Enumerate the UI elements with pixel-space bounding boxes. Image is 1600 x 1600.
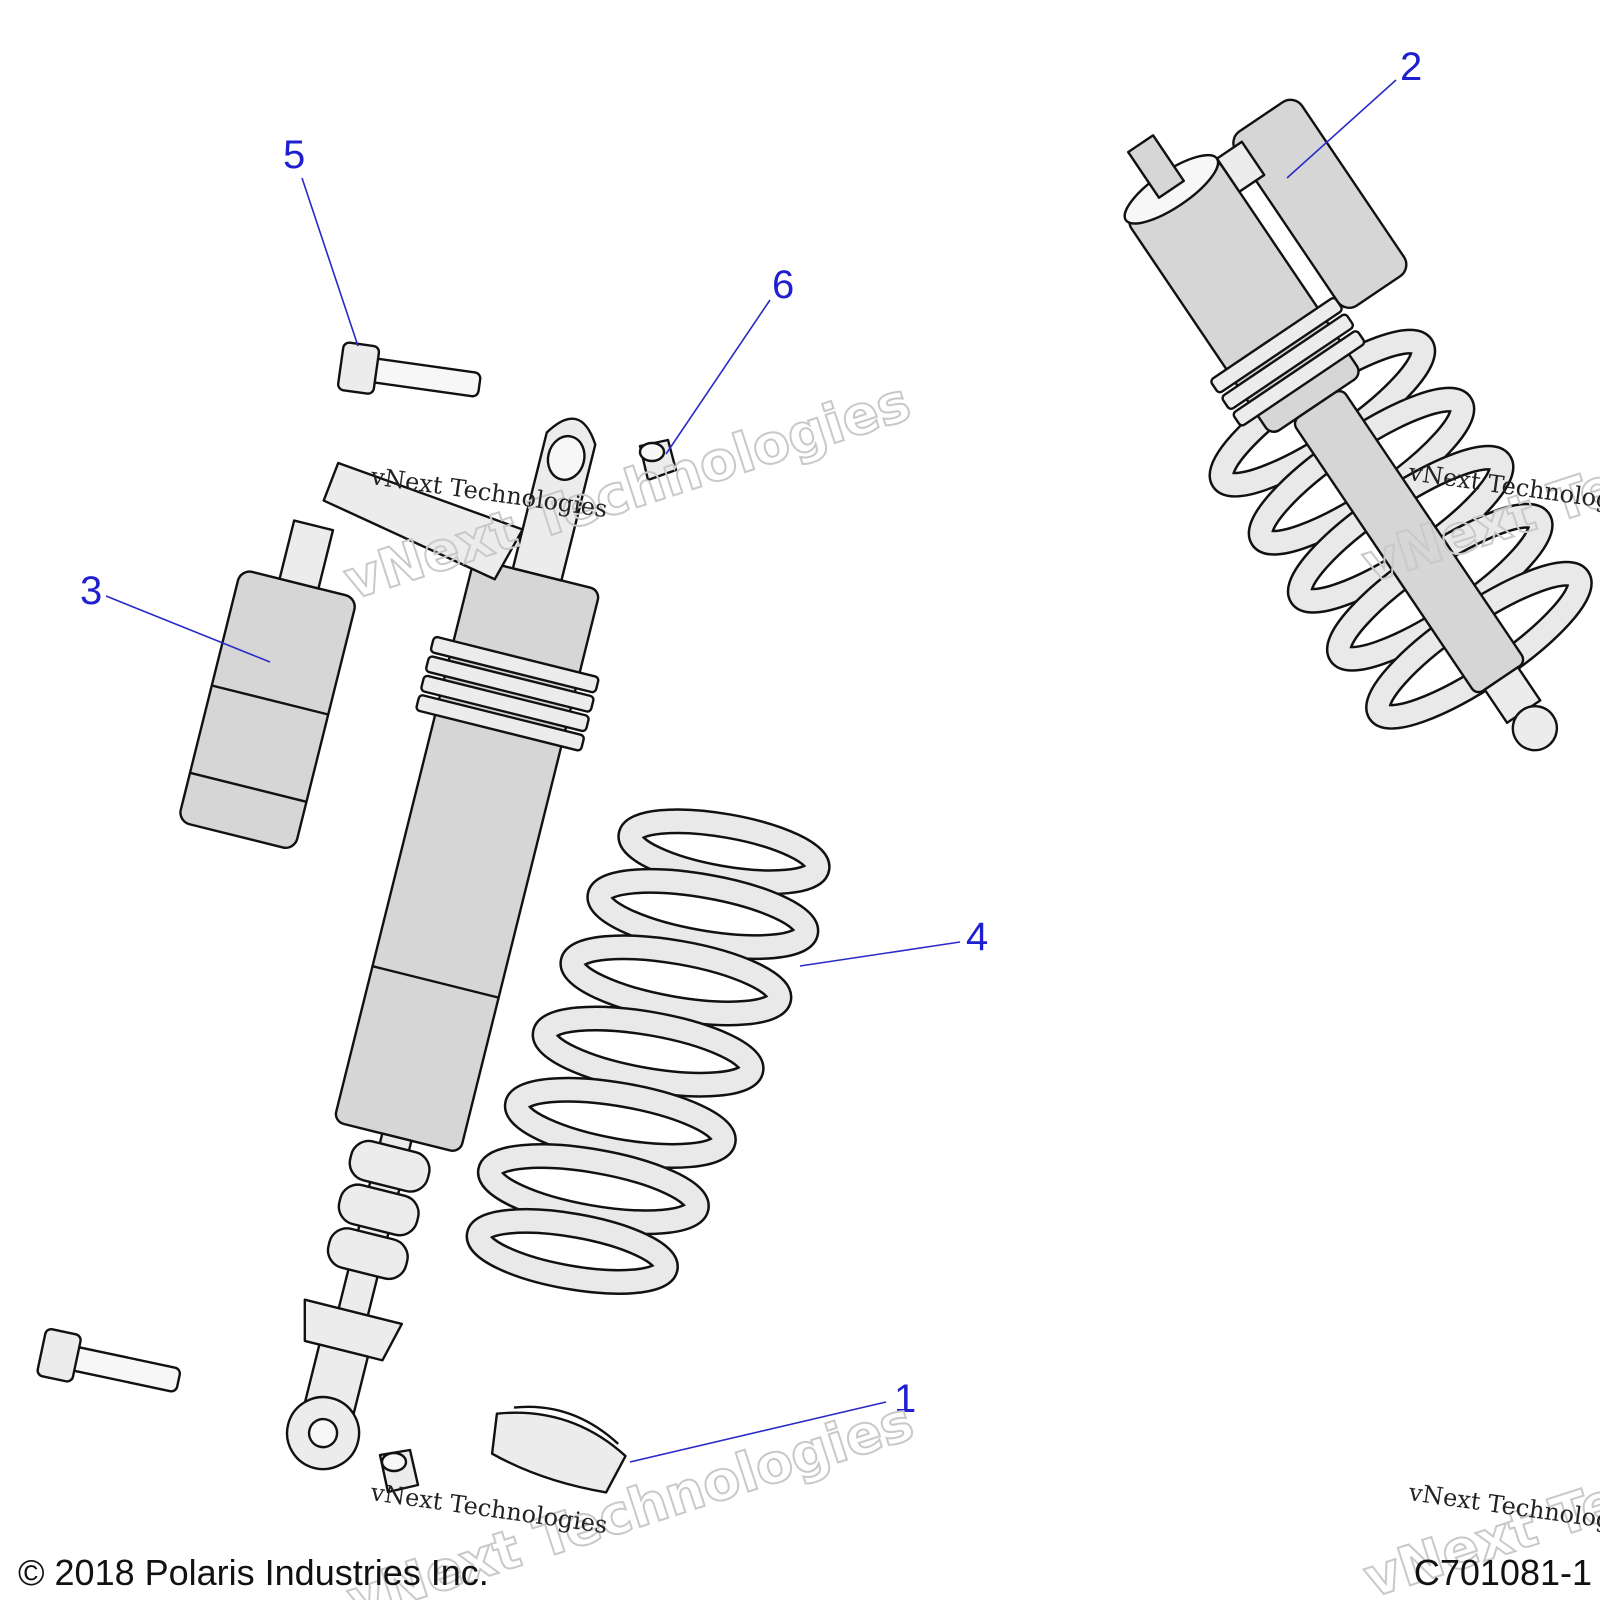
callout-2: 2 [1400, 45, 1422, 89]
callout-3: 3 [80, 569, 102, 613]
nut-part-6 [638, 438, 678, 482]
bolt-part-5 [336, 341, 482, 398]
coil-spring-part-4 [465, 808, 831, 1295]
assembled-shock-part-2 [1123, 98, 1593, 752]
callout-4: 4 [966, 915, 988, 959]
spring-retainer-part-1 [490, 1405, 627, 1494]
leader-lines [105, 79, 1397, 1463]
leader-4 [799, 941, 961, 967]
lower-nut [378, 1448, 420, 1494]
shock-body-assembly [285, 417, 600, 1471]
leader-3 [105, 595, 271, 663]
preload-collar [429, 635, 600, 694]
leader-2 [1286, 79, 1397, 179]
leader-6 [665, 299, 771, 455]
callout-1: 1 [894, 1377, 916, 1421]
assembled-shock-bottom-eyelet [1511, 704, 1559, 752]
assembled-shock-reservoir [1232, 98, 1408, 309]
reservoir-part-3 [179, 519, 356, 850]
lower-bolt [36, 1327, 182, 1393]
callout-6: 6 [772, 263, 794, 307]
callout-5: 5 [283, 133, 305, 177]
leader-1 [629, 1401, 887, 1463]
leader-5 [301, 177, 359, 347]
copyright-notice: © 2018 Polaris Industries Inc. [18, 1552, 489, 1593]
figure-id: C701081-1 [1413, 1552, 1592, 1593]
